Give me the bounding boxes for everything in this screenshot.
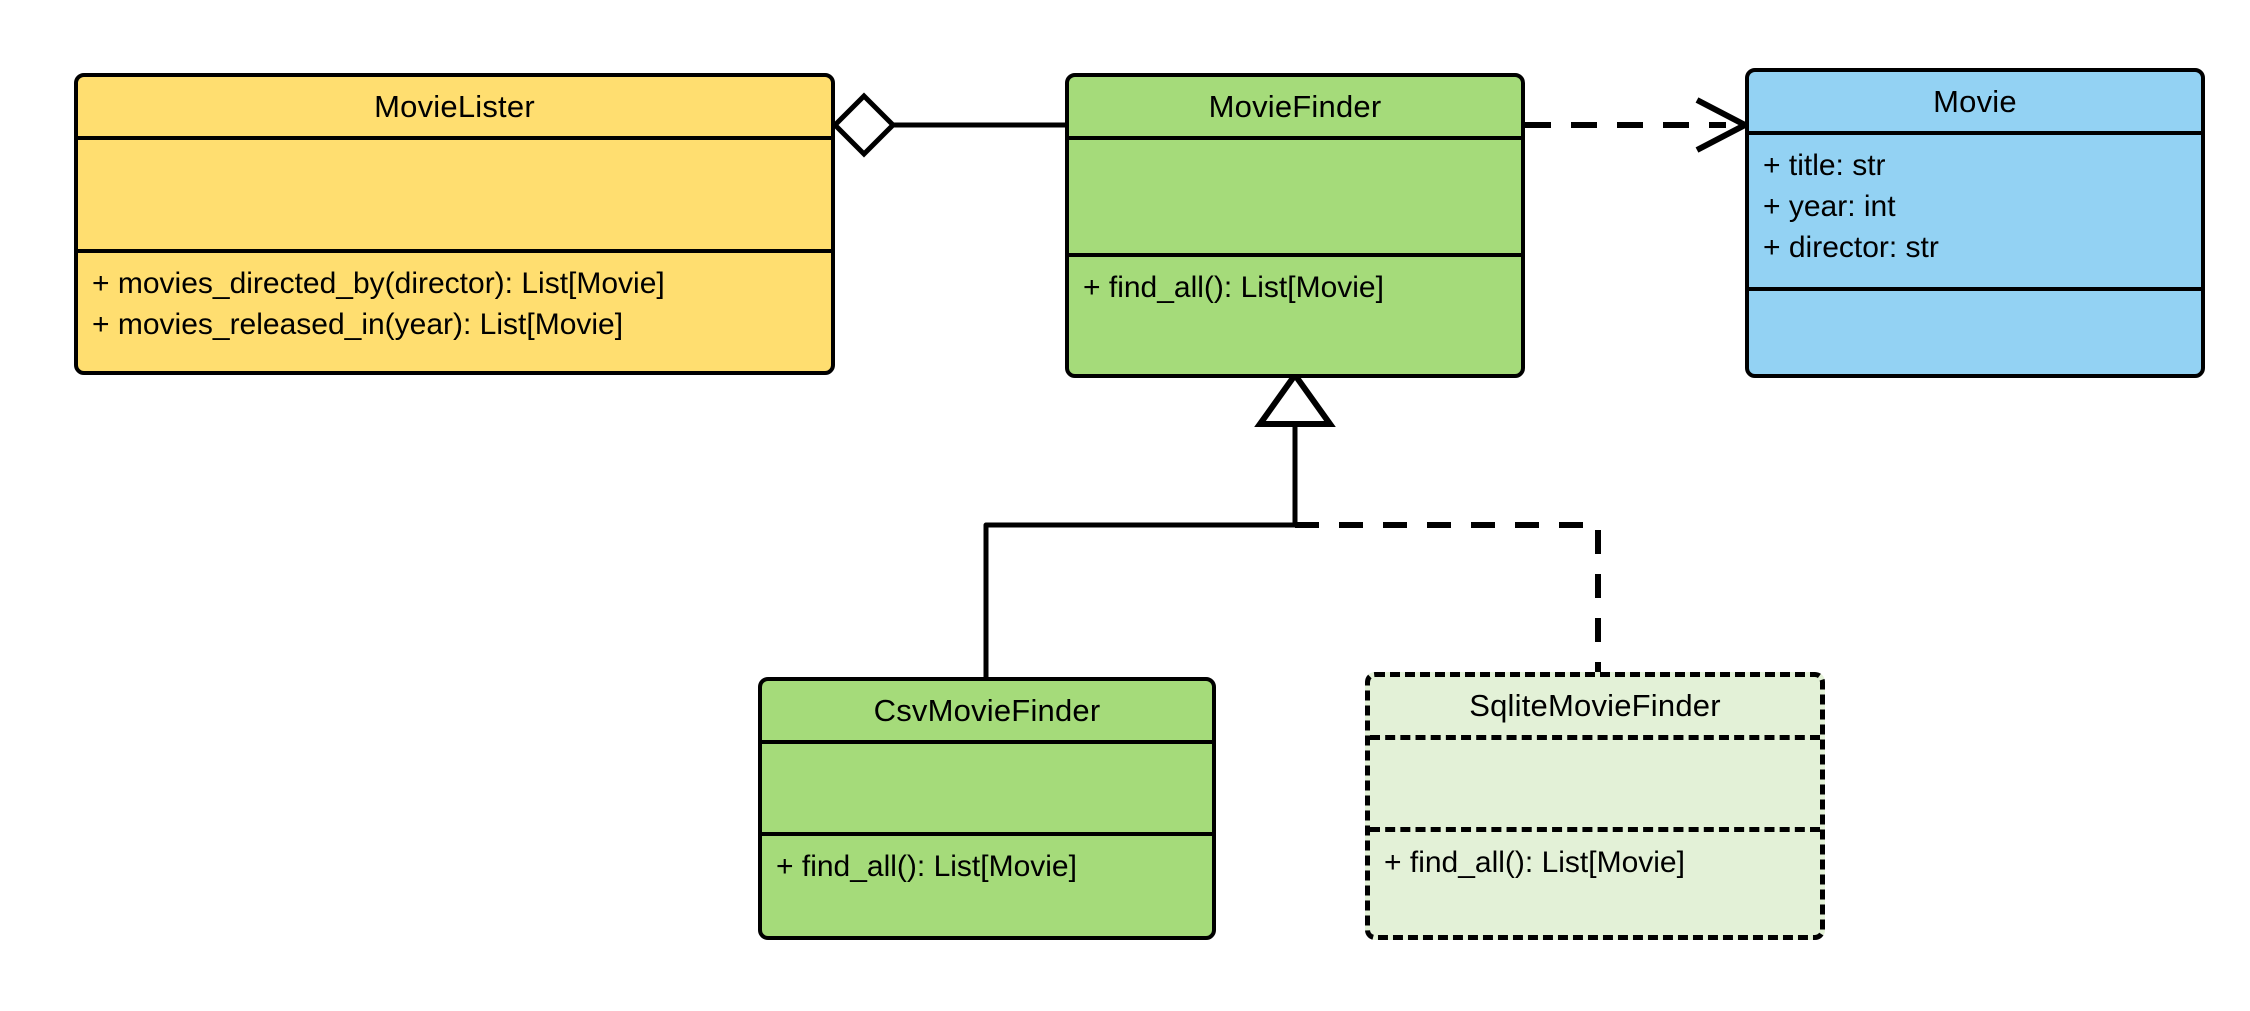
class-title-sqlitemoviefinder: SqliteMovieFinder (1370, 677, 1820, 740)
hollow-diamond-icon (831, 92, 897, 158)
class-attributes-csvmoviefinder (762, 744, 1212, 836)
class-attributes-movielister (78, 140, 831, 253)
class-methods-movielister: + movies_directed_by(director): List[Mov… (78, 253, 831, 371)
uml-class-csvmoviefinder[interactable]: CsvMovieFinder + find_all(): List[Movie] (758, 677, 1216, 940)
relationship-aggregation-movielister-moviefinder[interactable] (831, 92, 1065, 158)
class-methods-movie (1749, 291, 2201, 374)
generalization-branch-line-sqlite (1295, 522, 1601, 672)
class-methods-moviefinder: + find_all(): List[Movie] (1069, 257, 1521, 374)
class-method-row: + movies_released_in(year): List[Movie] (92, 308, 624, 341)
class-method-row: + find_all(): List[Movie] (776, 850, 1077, 883)
class-methods-sqlitemoviefinder: + find_all(): List[Movie] (1370, 832, 1820, 935)
class-attribute-row: + year: int (1763, 190, 1896, 223)
class-attribute-row: + title: str (1763, 149, 1886, 182)
uml-class-movie[interactable]: Movie + title: str + year: int + directo… (1745, 68, 2205, 378)
uml-class-movielister[interactable]: MovieLister + movies_directed_by(directo… (74, 73, 835, 375)
hollow-triangle-icon (1254, 369, 1336, 427)
class-attribute-row: + director: str (1763, 231, 1939, 264)
class-title-movie: Movie (1749, 72, 2201, 135)
relationship-generalization-csvmoviefinder-moviefinder[interactable] (983, 522, 1295, 677)
class-attributes-moviefinder (1069, 140, 1521, 257)
class-title-movielister: MovieLister (78, 77, 831, 140)
class-methods-csvmoviefinder: + find_all(): List[Movie] (762, 836, 1212, 936)
relationship-generalization-sqlitemoviefinder-moviefinder[interactable] (1295, 522, 1601, 672)
class-method-row: + movies_directed_by(director): List[Mov… (92, 267, 665, 300)
class-method-row: + find_all(): List[Movie] (1083, 271, 1384, 304)
class-method-row: + find_all(): List[Movie] (1384, 846, 1685, 879)
relationship-generalization-trunk (1254, 369, 1336, 525)
class-title-moviefinder: MovieFinder (1069, 77, 1521, 140)
uml-class-moviefinder[interactable]: MovieFinder + find_all(): List[Movie] (1065, 73, 1525, 378)
uml-class-sqlitemoviefinder[interactable]: SqliteMovieFinder + find_all(): List[Mov… (1365, 672, 1825, 940)
generalization-branch-line-csv (983, 522, 1295, 677)
relationship-dependency-moviefinder-movie[interactable] (1525, 97, 1752, 153)
class-attributes-movie: + title: str + year: int + director: str (1749, 135, 2201, 291)
class-attributes-sqlitemoviefinder (1370, 740, 1820, 832)
class-title-csvmoviefinder: CsvMovieFinder (762, 681, 1212, 744)
